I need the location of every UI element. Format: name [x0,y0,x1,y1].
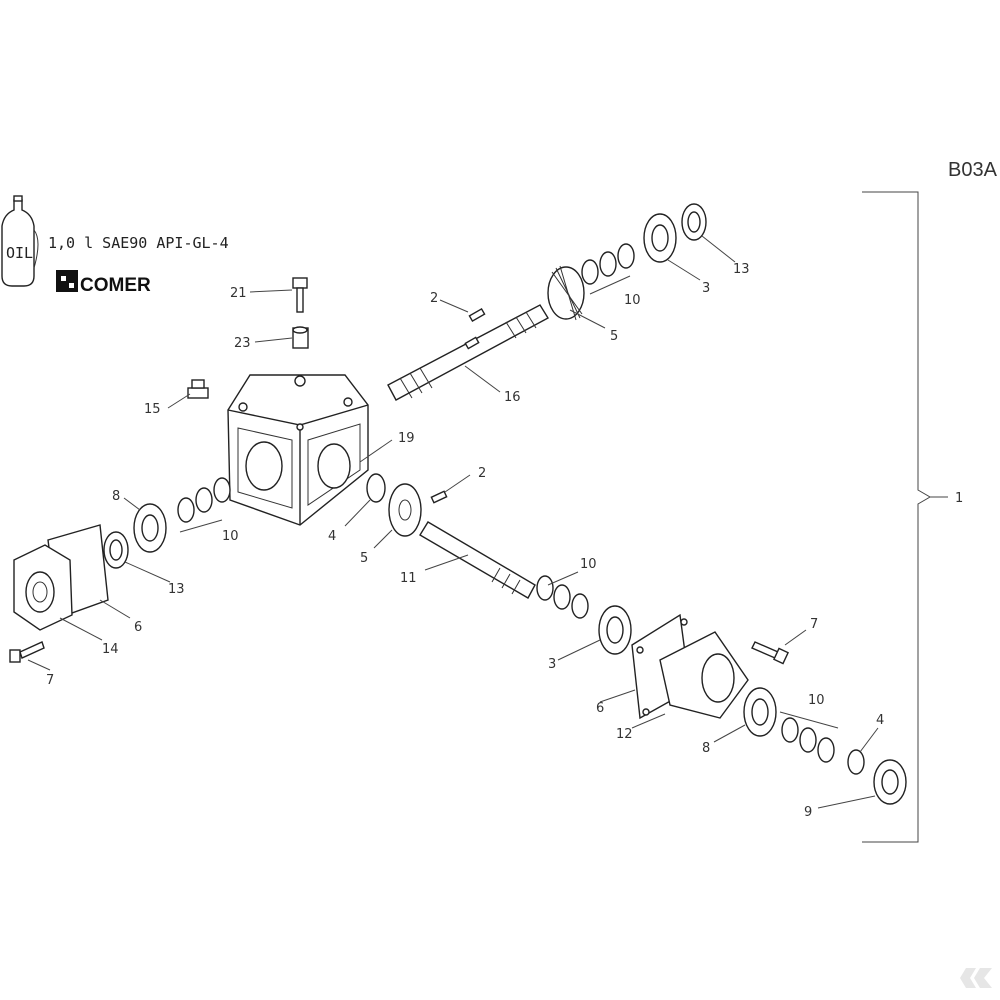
upper-shims [581,243,635,285]
callout-21: 21 [230,286,247,301]
lower-bevel-gear [388,483,422,537]
upper-seal [681,203,707,241]
circlip-upper [366,473,386,503]
upper-key [468,307,486,323]
callout-3-upper: 3 [702,281,710,296]
svg-text:COMER: COMER [80,275,151,296]
right-bearing [743,687,777,737]
circlip-right [847,749,865,775]
leader-lines [27,235,879,809]
oil-plug [187,379,209,399]
gearbox-housing [227,374,369,526]
callout-10-left: 10 [222,529,239,544]
callout-5-upper: 5 [610,329,618,344]
upper-bearing [643,213,677,263]
right-bolt [751,641,789,665]
lower-key [430,490,448,504]
callout-16: 16 [504,390,521,405]
upper-shaft [387,304,549,401]
diagram-code: B03A [948,159,998,181]
callout-labels: 21 23 15 2 5 16 10 3 13 19 2 4 5 11 8 10… [46,262,884,820]
left-bearing [133,503,167,553]
comer-logo: COMER [56,270,151,296]
callout-10-upper: 10 [624,293,641,308]
lower-bearing [598,605,632,655]
upper-bevel-gear [547,265,585,321]
callout-8-right: 8 [702,741,710,756]
left-bolt [9,641,45,663]
top-bolt [292,277,308,313]
assembly-bracket: 1 [862,191,963,843]
callout-6-right: 6 [596,701,604,716]
callout-13-left: 13 [168,582,185,597]
callout-23: 23 [234,336,251,351]
callout-2-lower: 2 [478,466,486,481]
svg-text:OIL: OIL [6,244,33,262]
lower-shaft [419,521,536,599]
callout-4-right: 4 [876,713,884,728]
callout-13-upper: 13 [733,262,750,277]
callout-5-lower: 5 [360,551,368,566]
callout-3-lower: 3 [548,657,556,672]
oil-bottle-icon: OIL [1,195,39,287]
callout-12: 12 [616,727,633,742]
assembly-ref-label: 1 [955,491,963,506]
callout-14: 14 [102,642,119,657]
left-flange [13,524,109,631]
callout-2-upper: 2 [430,291,438,306]
callout-11: 11 [400,571,417,586]
watermark-logo [960,968,992,988]
callout-7-left: 7 [46,673,54,688]
lower-shims [536,575,589,619]
callout-15: 15 [144,402,161,417]
right-seal [873,759,907,805]
callout-10-right: 10 [808,693,825,708]
callout-4-upper: 4 [328,529,336,544]
left-shims [177,477,231,523]
callout-8-left: 8 [112,489,120,504]
callout-19: 19 [398,431,415,446]
callout-6-left: 6 [134,620,142,635]
callout-9: 9 [804,805,812,820]
top-spacer [292,326,309,349]
right-shims [781,717,835,763]
right-flange [631,613,749,720]
oil-spec-text: 1,0 l SAE90 API-GL-4 [48,234,229,252]
callout-10-lower: 10 [580,557,597,572]
left-seal [103,531,129,569]
callout-7-right: 7 [810,617,818,632]
